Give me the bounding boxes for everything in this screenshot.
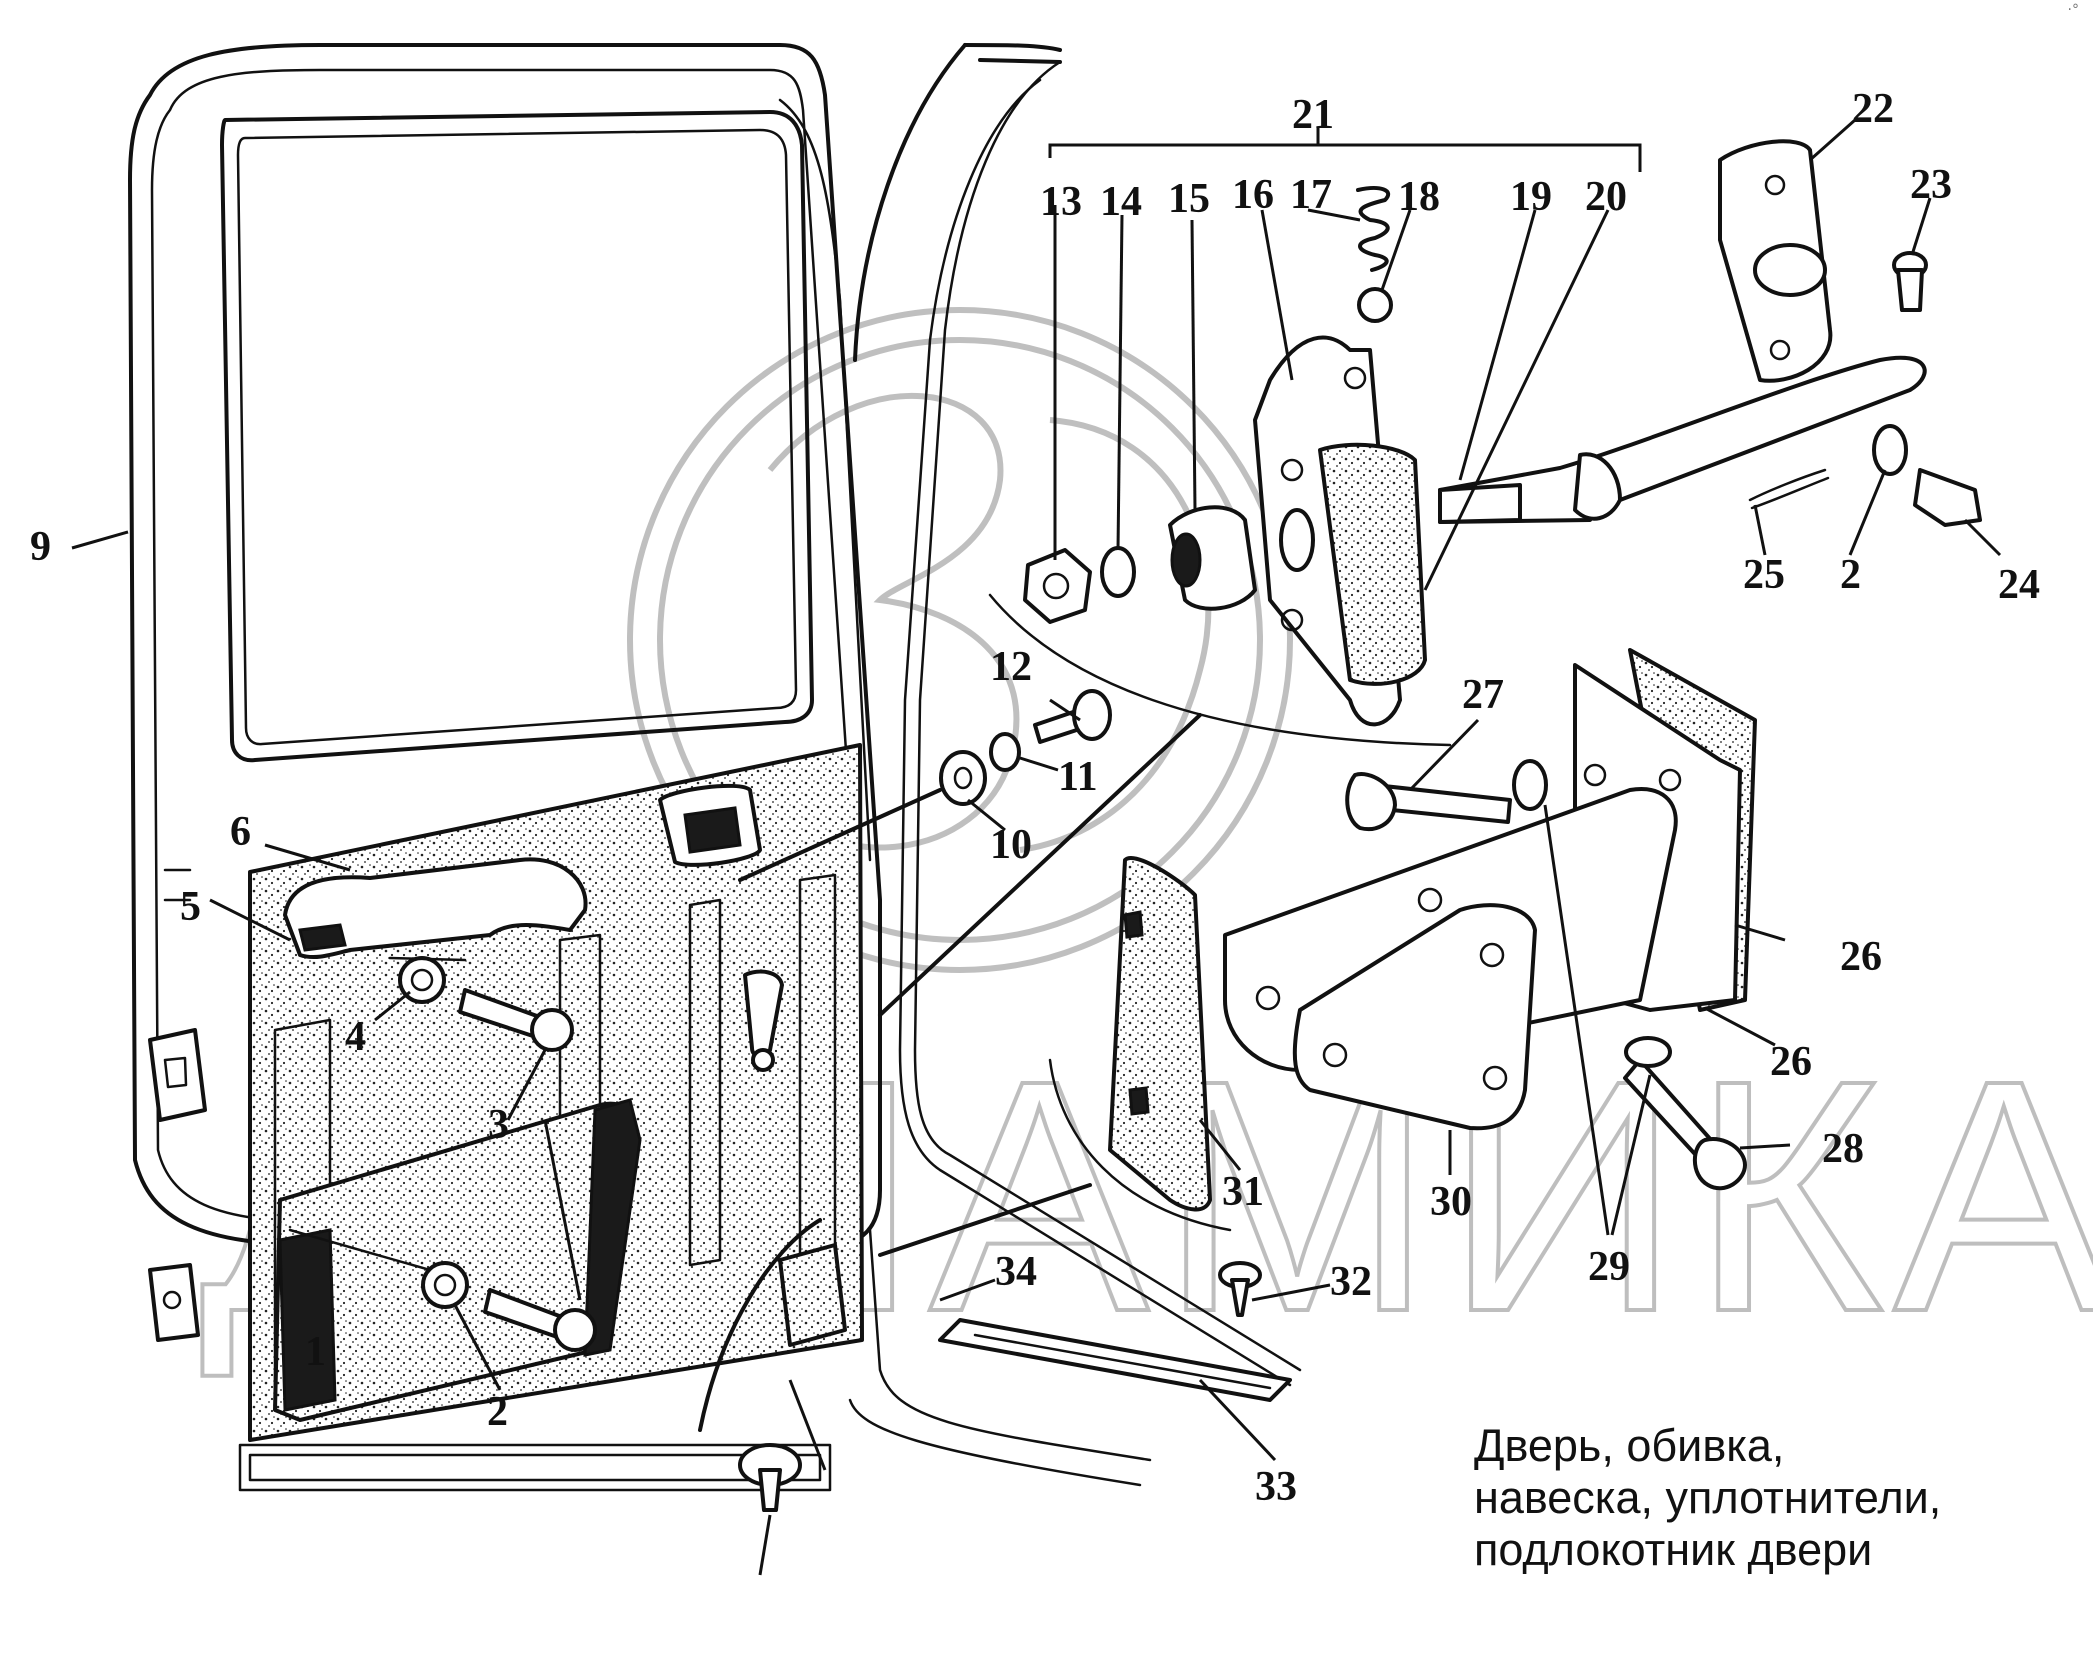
check-strap-pad-29 bbox=[1108, 856, 1212, 1212]
door-seal-32 bbox=[848, 43, 1302, 1487]
callout-10: 12 bbox=[990, 644, 1032, 690]
screw-3-lower bbox=[483, 1288, 597, 1352]
inner-handle-pocket bbox=[658, 783, 762, 867]
callout-1: 1 bbox=[305, 1329, 326, 1375]
nut-11 bbox=[1023, 548, 1092, 624]
corner-mark: ·° bbox=[2067, 2, 2079, 18]
callout-4: 4 bbox=[345, 1014, 366, 1060]
armrest-pocket bbox=[273, 1098, 642, 1422]
callout-24: 26 bbox=[1840, 934, 1882, 980]
callout-13: 15 bbox=[1168, 176, 1210, 222]
door-check-strap bbox=[1438, 355, 1927, 524]
callout-12: 14 bbox=[1100, 179, 1142, 225]
callout-2-strap: 2 bbox=[1840, 552, 1861, 598]
window-crank bbox=[743, 969, 784, 1072]
cotter-pin-23 bbox=[1748, 468, 1830, 510]
hinge-assembly bbox=[1223, 648, 1757, 1131]
hinge-bracket-20 bbox=[1718, 139, 1833, 383]
screw-2-lower bbox=[421, 1261, 469, 1309]
callout-5: 5 bbox=[180, 884, 201, 930]
callout-29: 31 bbox=[1222, 1169, 1264, 1215]
screw-3-upper bbox=[458, 988, 574, 1052]
lock-striker-assembly bbox=[1253, 335, 1427, 727]
bolt-22 bbox=[1913, 468, 1982, 527]
bushing-13 bbox=[1168, 505, 1257, 611]
callout-20: 22 bbox=[1852, 86, 1894, 132]
washer-27-upper bbox=[1512, 759, 1548, 811]
diagram-caption: Дверь, обивка, навеска, уплотнители, под… bbox=[1474, 1420, 2034, 1576]
assembly-arrow-lower bbox=[878, 1183, 1092, 1257]
callout-15: 17 bbox=[1290, 172, 1332, 218]
callout-27: 29 bbox=[1588, 1244, 1630, 1290]
callout-31: 33 bbox=[1255, 1464, 1297, 1510]
callout-17: 19 bbox=[1510, 174, 1552, 220]
assembly-arrow-washer bbox=[738, 788, 942, 882]
assembly-arrow-screw bbox=[288, 1228, 432, 1272]
callout-30: 32 bbox=[1330, 1259, 1372, 1305]
callout-8: 10 bbox=[990, 822, 1032, 868]
callout-18: 20 bbox=[1585, 174, 1627, 220]
door-hinge-upper bbox=[148, 1028, 207, 1122]
washer-9 bbox=[989, 732, 1021, 772]
callout-32: 34 bbox=[995, 1249, 1037, 1295]
callout-26-lower: 28 bbox=[1822, 1126, 1864, 1172]
pin-21 bbox=[1892, 251, 1928, 312]
callout-numbers: 9 5 6 4 3 2 1 10 11 12 13 14 15 16 17 18… bbox=[30, 86, 2040, 1510]
washer-12 bbox=[1100, 546, 1136, 598]
caption-line-2: навеска, уплотнители, bbox=[1474, 1472, 1942, 1523]
callout-23: 25 bbox=[1743, 552, 1785, 598]
callout-16: 18 bbox=[1398, 174, 1440, 220]
callout-3: 3 bbox=[488, 1102, 509, 1148]
callout-2-lower: 2 bbox=[487, 1389, 508, 1435]
ball-16 bbox=[1357, 287, 1393, 323]
clip-30 bbox=[1218, 1261, 1262, 1317]
screw-10 bbox=[1033, 689, 1112, 744]
callout-6: 6 bbox=[230, 809, 251, 855]
callout-14: 16 bbox=[1232, 172, 1274, 218]
assembly-arc-upper bbox=[988, 593, 1452, 747]
callout-7: 9 bbox=[30, 524, 51, 570]
assembly-arrow-upper bbox=[878, 713, 1202, 1017]
caption-line-3: подлокотник двери bbox=[1474, 1524, 1873, 1575]
callout-25: 26 bbox=[1770, 1039, 1812, 1085]
door-frame bbox=[128, 43, 882, 1492]
group-bracket-19 bbox=[1048, 128, 1642, 172]
caption-line-1: Дверь, обивка, bbox=[1474, 1420, 1785, 1471]
leader-lines bbox=[71, 118, 2002, 1576]
washer-27-lower bbox=[1624, 1036, 1672, 1068]
sill-seal-31 bbox=[938, 1318, 1292, 1402]
washer-8 bbox=[939, 750, 987, 806]
washer-2-strap bbox=[1872, 424, 1908, 476]
clip-34 bbox=[738, 1443, 802, 1512]
callout-11: 13 bbox=[1040, 179, 1082, 225]
assembly-arc-lower bbox=[1048, 1058, 1232, 1232]
bolt-26-upper bbox=[1345, 772, 1512, 831]
cable-33 bbox=[698, 1218, 847, 1432]
door-latch-striker bbox=[148, 1263, 200, 1342]
callout-28: 30 bbox=[1430, 1179, 1472, 1225]
spring-15 bbox=[1356, 186, 1391, 272]
callout-19: 21 bbox=[1292, 92, 1334, 138]
callout-21: 23 bbox=[1910, 162, 1952, 208]
door-grab-handle bbox=[283, 857, 588, 960]
assembly-arrow-handle bbox=[388, 956, 467, 962]
callout-9: 11 bbox=[1058, 754, 1098, 800]
callout-22: 24 bbox=[1998, 562, 2040, 608]
callout-26-upper: 27 bbox=[1462, 672, 1504, 718]
